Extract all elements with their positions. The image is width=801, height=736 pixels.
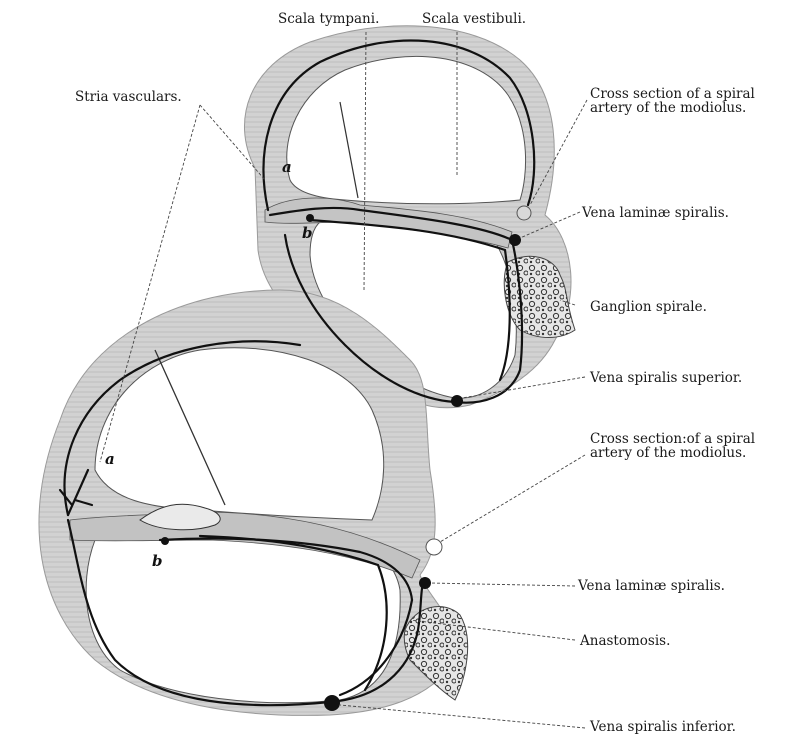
label-vena-laminae-lower: Vena laminæ spiralis. — [578, 579, 725, 593]
letter-b-lower: b — [152, 552, 163, 570]
lower-vena-laminae-dot — [419, 577, 431, 589]
label-vena-spiralis-superior: Vena spiralis superior. — [590, 371, 742, 385]
vena-spiralis-inferior-dot — [324, 695, 340, 711]
label-cross-section-upper-line2: artery of the modiolus. — [590, 102, 746, 115]
label-scala-vestibuli: Scala vestibuli. — [422, 12, 526, 26]
upper-artery-cross-section — [517, 206, 531, 220]
letter-b-upper: b — [302, 224, 313, 242]
upper-vena-laminae-dot — [509, 234, 521, 246]
label-vena-spiralis-inferior: Vena spiralis inferior. — [590, 720, 736, 734]
letter-a-lower: a — [105, 450, 115, 468]
upper-b-vessel-dot — [306, 214, 314, 222]
label-vena-laminae-upper: Vena laminæ spiralis. — [582, 206, 729, 220]
label-ganglion-spirale: Ganglion spirale. — [590, 300, 707, 314]
lower-artery-cross-section — [426, 539, 442, 555]
letter-a-upper: a — [282, 158, 292, 176]
label-stria-vascularis: Stria vasculars. — [75, 90, 182, 104]
label-cross-section-lower-line2: artery of the modiolus. — [590, 447, 746, 460]
lower-b-vessel-dot — [161, 537, 169, 545]
vena-spiralis-superior-dot — [451, 395, 463, 407]
label-anastomosis: Anastomosis. — [580, 634, 670, 648]
label-scala-tympani: Scala tympani. — [278, 12, 379, 26]
